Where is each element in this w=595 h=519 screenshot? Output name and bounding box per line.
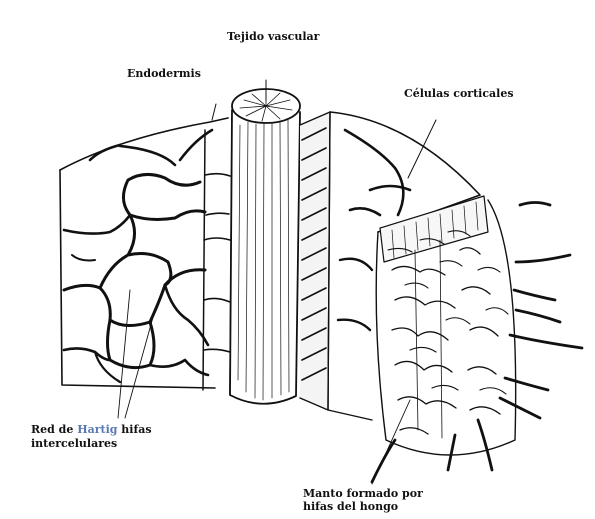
label-hartig-prefix: Red de — [31, 423, 77, 436]
label-tejido-vascular: Tejido vascular — [227, 30, 319, 43]
label-celulas-corticales: Células corticales — [404, 87, 514, 100]
label-endodermis: Endodermis — [127, 67, 201, 80]
label-manto-line2: hifas del hongo — [303, 500, 398, 513]
label-manto-line1: Manto formado por — [303, 487, 423, 500]
label-hartig-suffix: hifas — [117, 423, 151, 436]
pericycle-strip — [300, 112, 330, 410]
endodermis-band — [203, 104, 232, 395]
label-hartig-name: Hartig — [77, 423, 117, 436]
cortex-wedge — [328, 112, 488, 420]
label-intercelulares: intercelulares — [31, 437, 117, 450]
vascular-cylinder — [230, 80, 300, 404]
label-red-de-hartig: Red de Hartig hifas — [31, 423, 152, 436]
